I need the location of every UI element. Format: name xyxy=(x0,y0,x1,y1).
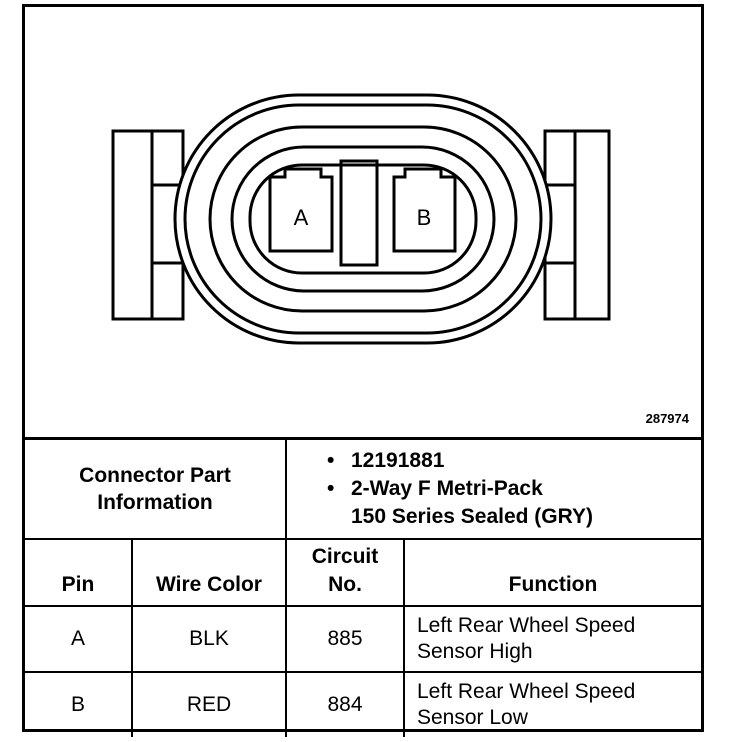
header-pin: Pin xyxy=(25,538,133,607)
circuit-cell: 884 xyxy=(285,671,405,737)
circuit-cell: 885 xyxy=(285,605,405,673)
connector-type-item: • 2-Way F Metri-Pack xyxy=(327,475,700,503)
connector-housing-ring xyxy=(183,103,543,335)
function-line2: Sensor High xyxy=(417,640,533,663)
terminal-b xyxy=(392,167,457,253)
function-cell: Left Rear Wheel Speed Sensor High xyxy=(402,605,702,673)
part-number-item: • 12191881 xyxy=(327,447,700,475)
header-circuit-line2: No. xyxy=(328,573,362,596)
wire-color-cell: BLK xyxy=(131,605,287,673)
part-info-label: Connector Part Information xyxy=(25,437,287,540)
header-circuit-line1: Circuit xyxy=(311,545,379,568)
pin-cell: A xyxy=(25,605,133,673)
connector-seal-ring xyxy=(208,125,518,313)
part-info-values: • 12191881 • 2-Way F Metri-Pack 150 Series… xyxy=(284,437,702,540)
pin-a-label: A xyxy=(294,205,309,230)
part-info-label-line2: Information xyxy=(97,491,213,514)
header-circuit: Circuit No. xyxy=(285,538,405,607)
part-info-row: Connector Part Information • 12191881 • 2-… xyxy=(25,437,702,540)
right-flange xyxy=(543,129,611,321)
part-info-label-line1: Connector Part xyxy=(79,464,231,487)
table-row: B RED 884 Left Rear Wheel Speed Sensor L… xyxy=(25,671,702,737)
connector-terminal-area xyxy=(248,163,478,275)
connector-cavity xyxy=(230,145,496,293)
connector-diagram-frame: A B 287974 Connector Part Information • 1… xyxy=(22,4,704,737)
connector-type-line2: 150 Series Sealed (GRY) xyxy=(351,505,594,528)
left-flange xyxy=(111,129,185,321)
part-number: 12191881 xyxy=(351,449,445,472)
terminal-a xyxy=(268,167,334,253)
connector-face-drawing: A B 287974 xyxy=(25,7,701,437)
table-header-row: Pin Wire Color Circuit No. Function xyxy=(25,538,702,607)
bullet: • xyxy=(327,449,335,472)
function-line1: Left Rear Wheel Speed xyxy=(417,680,636,703)
pin-b-label: B xyxy=(417,205,432,230)
pin-cell: B xyxy=(25,671,133,737)
header-function: Function xyxy=(402,538,702,607)
function-cell: Left Rear Wheel Speed Sensor Low xyxy=(402,671,702,737)
connector-face-svg: A B xyxy=(111,93,611,345)
connector-info-table: Connector Part Information • 12191881 • 2-… xyxy=(25,437,702,737)
table-row: A BLK 885 Left Rear Wheel Speed Sensor H… xyxy=(25,605,702,673)
function-line1: Left Rear Wheel Speed xyxy=(417,614,636,637)
connector-type-line1: 2-Way F Metri-Pack xyxy=(351,477,543,500)
wire-color-cell: RED xyxy=(131,671,287,737)
figure-number: 287974 xyxy=(645,411,689,426)
bullet: • xyxy=(327,477,335,500)
center-divider xyxy=(339,159,379,267)
header-wire-color: Wire Color xyxy=(131,538,287,607)
function-line2: Sensor Low xyxy=(417,706,528,729)
